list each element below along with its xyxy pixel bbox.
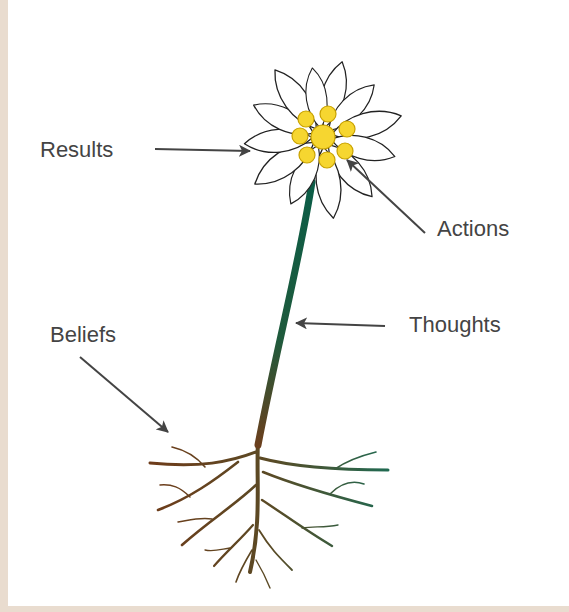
part-label: Thoughts — [409, 312, 501, 338]
part-label: Results — [40, 137, 113, 163]
leader-arrows — [80, 149, 425, 432]
leader-arrow — [80, 357, 168, 432]
leader-arrow — [347, 160, 425, 233]
leader-arrow — [296, 323, 385, 326]
stem — [258, 182, 312, 445]
panel — [8, 0, 569, 606]
leader-arrow — [155, 149, 250, 151]
part-label: Beliefs — [50, 322, 116, 348]
petals — [243, 59, 404, 220]
roots — [150, 440, 388, 588]
part-label: Actions — [437, 216, 509, 242]
florets — [292, 106, 355, 168]
